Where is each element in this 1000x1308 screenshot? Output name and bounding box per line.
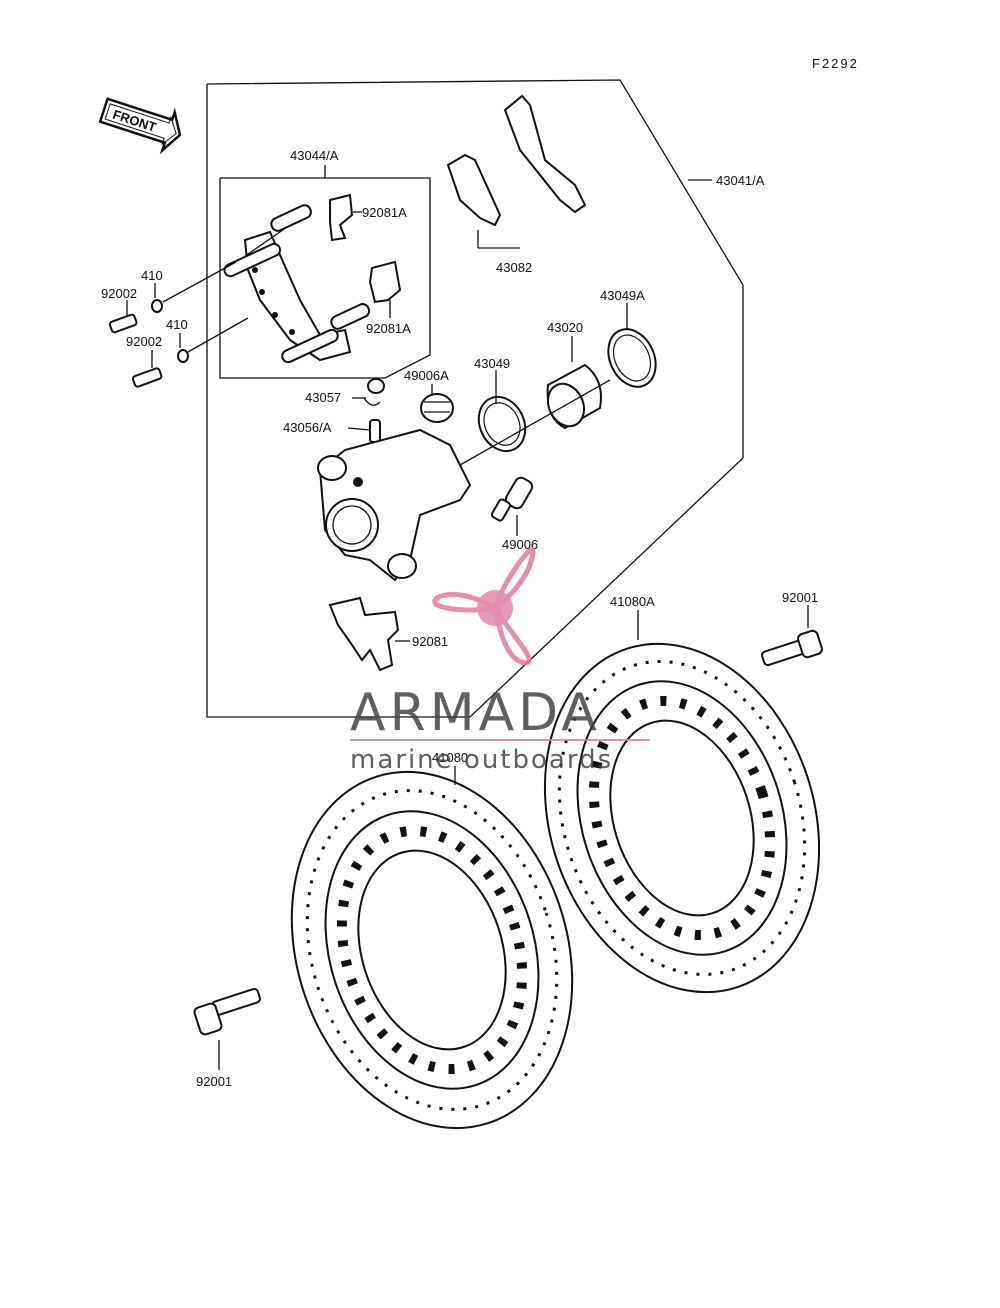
label-caliper-assembly: 43041/A bbox=[716, 173, 765, 188]
caliper-holder bbox=[223, 204, 371, 364]
bolt-lower bbox=[131, 367, 163, 388]
label-bolt-upper: 92002 bbox=[101, 286, 137, 301]
label-disc-right: 41080A bbox=[610, 594, 655, 609]
label-piston: 43020 bbox=[547, 320, 583, 335]
watermark-brand: ARMADA bbox=[350, 683, 601, 743]
holder-group-outline bbox=[219, 177, 431, 379]
label-bleeder-cap: 43057 bbox=[305, 390, 341, 405]
caliper-group-outline bbox=[206, 79, 744, 718]
pad-spring bbox=[328, 596, 400, 672]
propeller-logo-icon bbox=[432, 547, 536, 666]
front-arrow-icon: FRONT bbox=[98, 97, 182, 155]
label-pad-spring: 92081 bbox=[412, 634, 448, 649]
pad-spring-lower bbox=[368, 260, 402, 304]
piston bbox=[546, 363, 602, 430]
caliper-body bbox=[317, 428, 472, 582]
figure-code: F2292 bbox=[812, 56, 859, 71]
pin-bolt bbox=[490, 476, 534, 522]
label-bleeder-valve: 43056/A bbox=[283, 420, 332, 435]
label-pads: 43082 bbox=[496, 260, 532, 275]
label-boot: 49006A bbox=[404, 368, 449, 383]
label-piston-seal-outer: 43049A bbox=[600, 288, 645, 303]
label-holder: 43044/A bbox=[290, 148, 339, 163]
leader-lines bbox=[126, 165, 809, 1070]
watermark: ARMADA marine outboards bbox=[350, 547, 650, 775]
brake-pads bbox=[446, 94, 587, 227]
label-disc-bolt-left: 92001 bbox=[196, 1074, 232, 1089]
brake-disc-left bbox=[290, 770, 574, 1130]
label-pad-spring-upper: 92081A bbox=[362, 205, 407, 220]
watermark-tagline: marine outboards bbox=[350, 745, 613, 775]
washer-lower bbox=[177, 349, 189, 363]
bleeder-valve bbox=[369, 419, 381, 443]
boot bbox=[420, 393, 454, 423]
label-washer-upper: 410 bbox=[141, 268, 163, 283]
label-disc-left: 41080 bbox=[432, 750, 468, 765]
piston-seal-outer bbox=[607, 328, 657, 388]
disc-bolt-left bbox=[193, 987, 261, 1036]
bolt-upper bbox=[108, 313, 138, 334]
label-piston-seal: 43049 bbox=[474, 356, 510, 371]
piston-seal bbox=[477, 395, 527, 453]
pad-spring-upper bbox=[329, 193, 354, 242]
brake-disc-right bbox=[543, 642, 821, 994]
label-washer-lower: 410 bbox=[166, 317, 188, 332]
bleeder-cap bbox=[363, 378, 385, 406]
label-disc-bolt-right: 92001 bbox=[782, 590, 818, 605]
label-bolt-lower: 92002 bbox=[126, 334, 162, 349]
label-pad-spring-lower: 92081A bbox=[366, 321, 411, 336]
disc-bolt-right bbox=[761, 629, 823, 667]
washer-upper bbox=[151, 299, 163, 313]
